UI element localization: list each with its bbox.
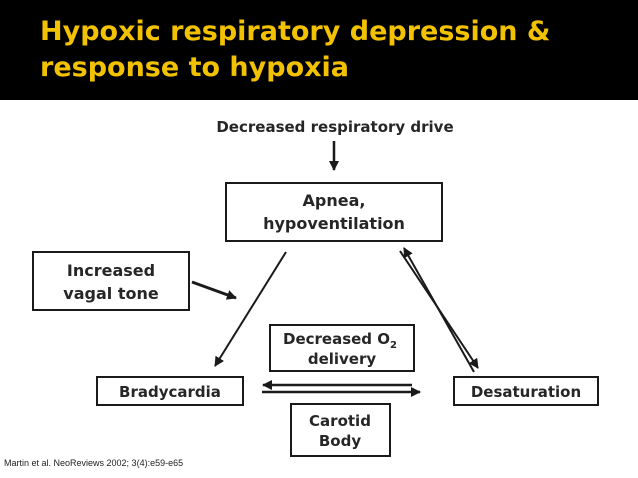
decreased-respiratory-drive-label: Decreased respiratory drive	[216, 118, 453, 136]
carotid-body-label-line-2: Body	[319, 432, 361, 450]
o2-delivery-box	[269, 324, 415, 372]
arrow-desaturation-to-apnea	[403, 247, 475, 373]
slide-header: Hypoxic respiratory depression & respons…	[0, 0, 638, 100]
apnea-label-line-2: hypoventilation	[263, 214, 405, 233]
o2-delivery-label-line-2: delivery	[308, 350, 377, 368]
apnea-label-line-1: Apnea,	[303, 191, 366, 210]
bradycardia-label: Bradycardia	[119, 383, 221, 401]
o2-delivery-label-text: Decreased O	[283, 330, 390, 348]
vagal-tone-label-line-2: vagal tone	[63, 284, 159, 303]
bradycardia-box	[96, 376, 244, 406]
o2-subscript: 2	[390, 340, 397, 351]
desaturation-box	[453, 376, 599, 406]
citation: Martin et al. NeoReviews 2002; 3(4):e59-…	[4, 458, 184, 468]
vagal-tone-box	[32, 251, 190, 311]
title-line-2: response to hypoxia	[40, 52, 350, 83]
apnea-box	[225, 182, 443, 242]
carotid-body-box	[290, 403, 391, 457]
desaturation-label: Desaturation	[471, 383, 581, 401]
o2-delivery-label-line-1: Decreased O2	[283, 330, 397, 351]
arrow-vagal-tone	[191, 280, 237, 300]
vagal-tone-label-line-1: Increased	[67, 261, 155, 280]
title-line-1: Hypoxic respiratory depression &	[40, 16, 551, 47]
carotid-body-label-line-1: Carotid	[309, 412, 371, 430]
hypoxia-flow-diagram: Decreased respiratory drive Apnea, hypov…	[32, 118, 599, 457]
slide-title: Hypoxic respiratory depression & respons…	[40, 14, 620, 86]
arrow-apnea-to-bradycardia	[214, 251, 287, 367]
